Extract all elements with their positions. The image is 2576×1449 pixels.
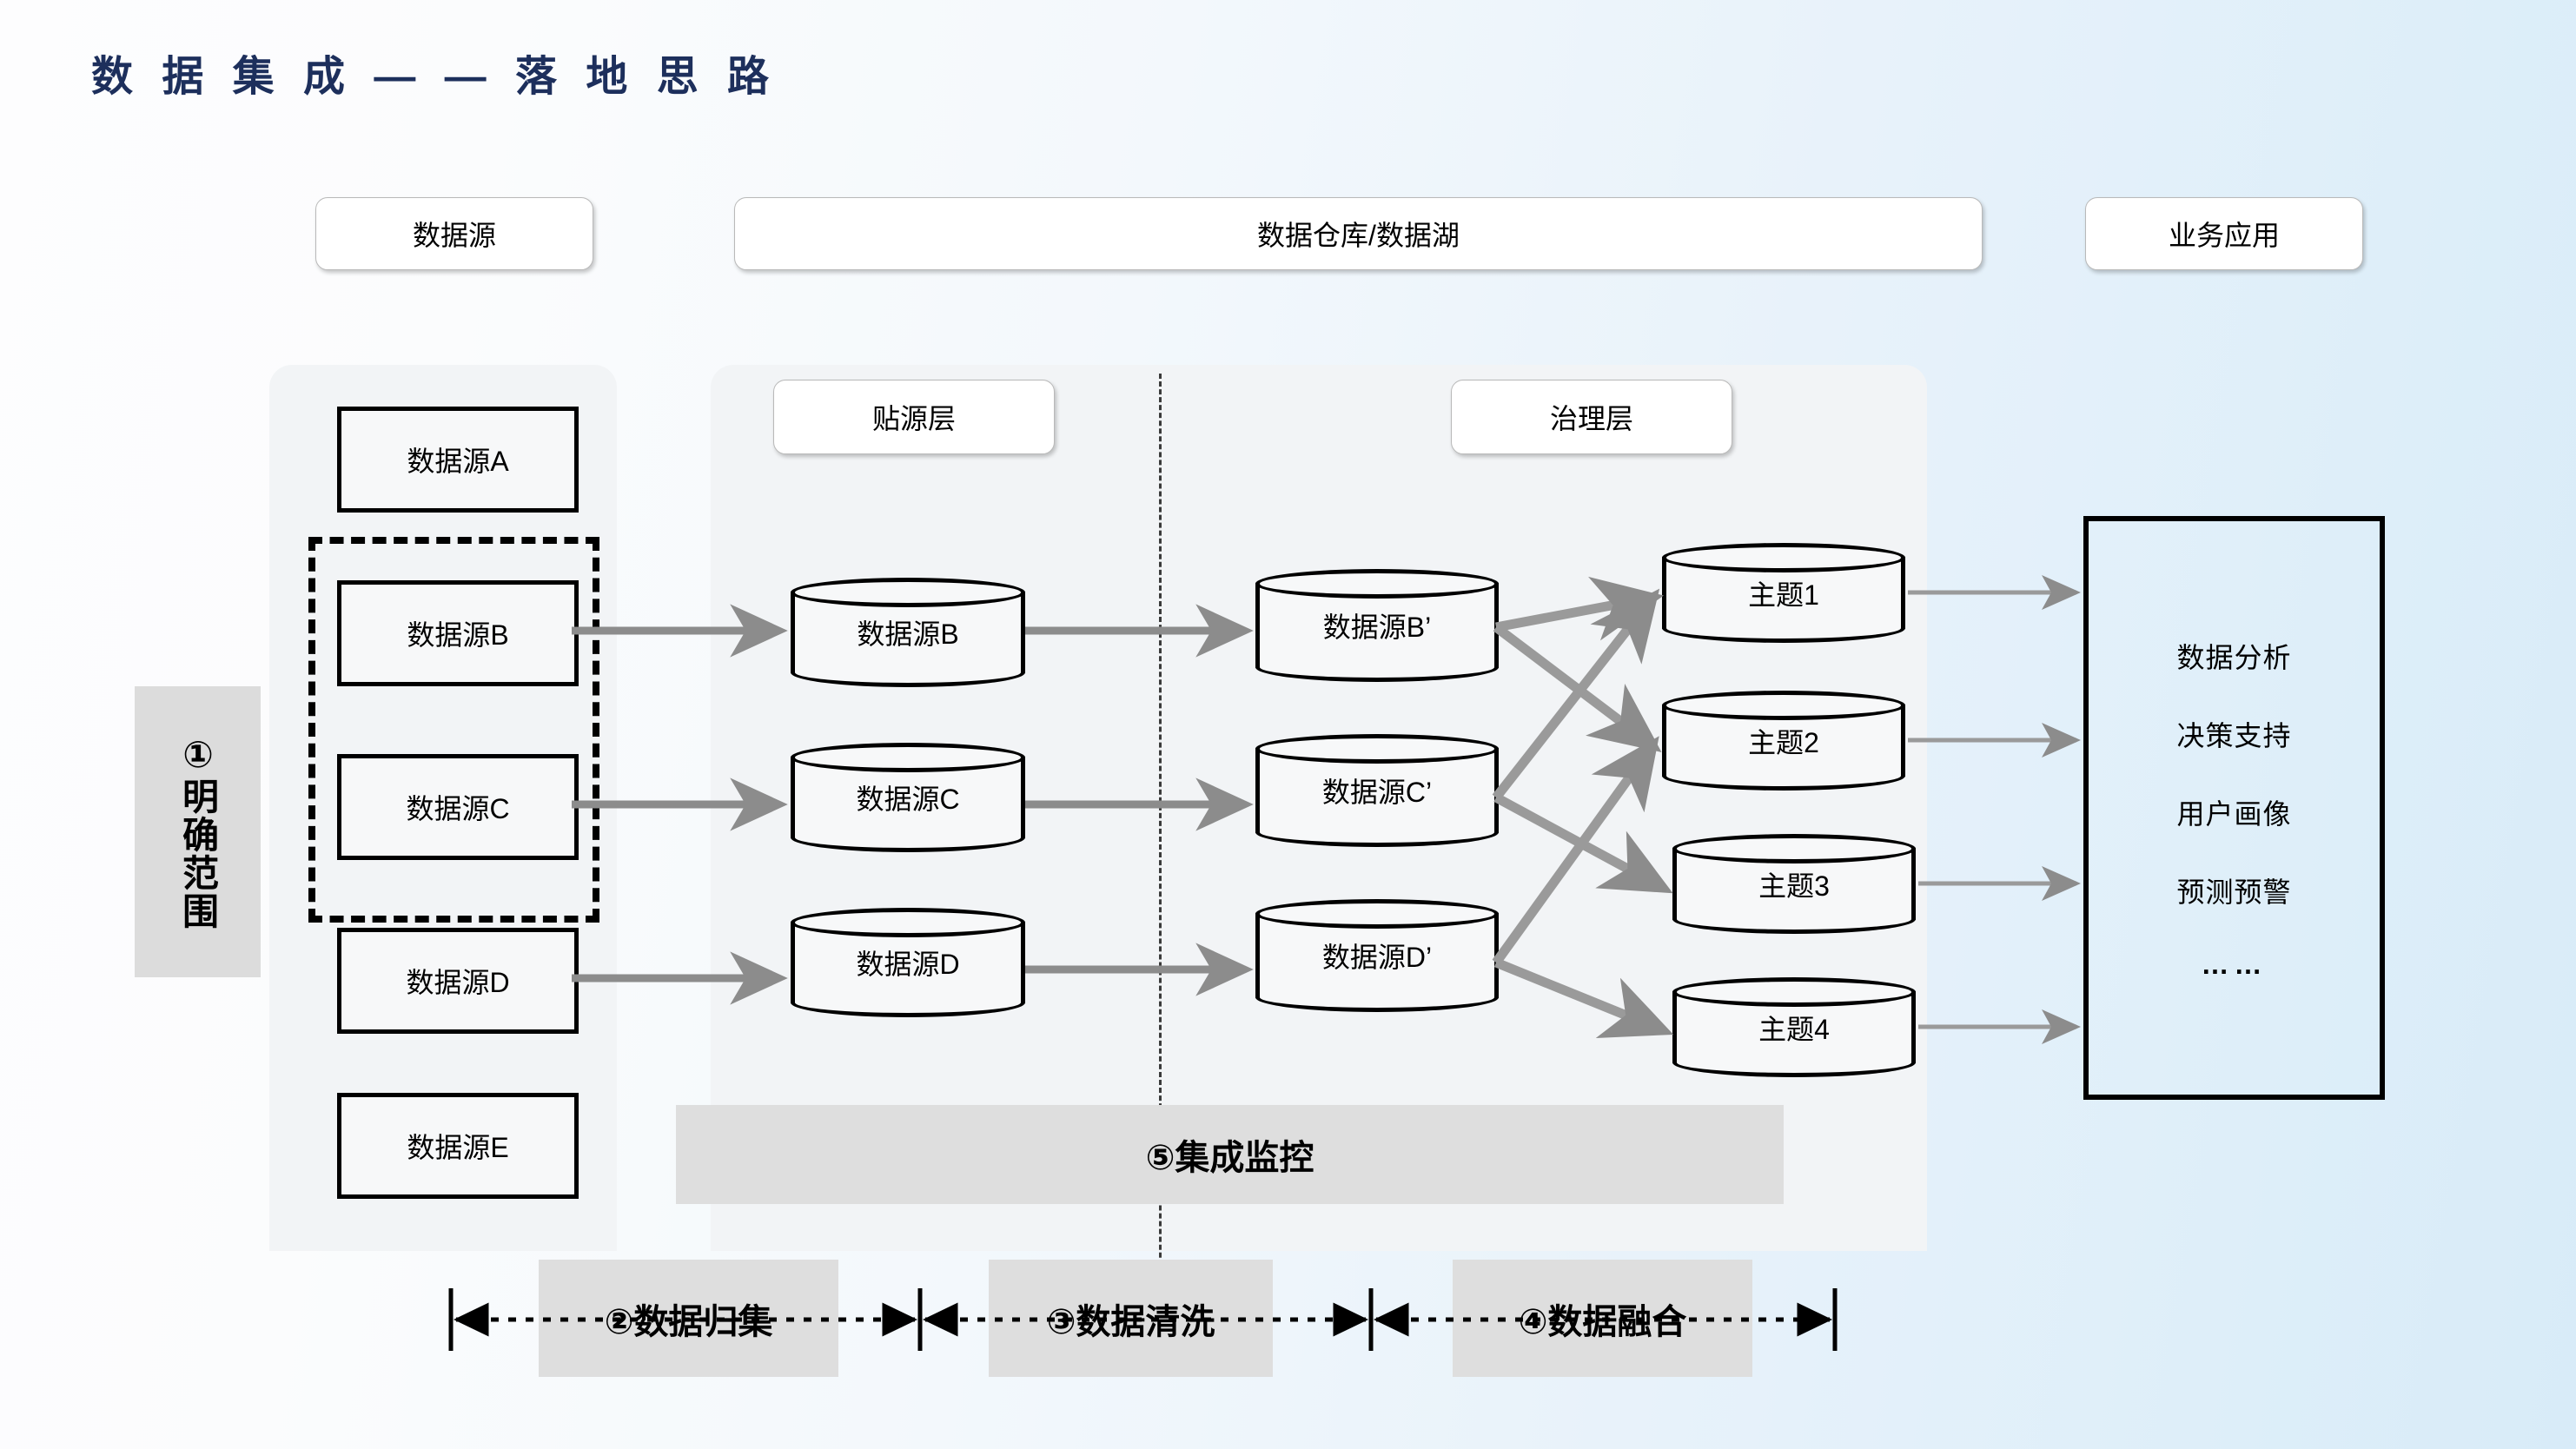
source-box-e: 数据源E	[337, 1093, 579, 1199]
gov-cylinder-b: 数据源B’	[1255, 569, 1499, 682]
gov-cylinder-d: 数据源D’	[1255, 899, 1499, 1012]
cylinder-top	[1672, 834, 1916, 863]
layer-governance: 治理层	[1451, 380, 1732, 454]
topic-cylinder-2-label: 主题2	[1748, 726, 1819, 758]
cylinder-top	[1255, 899, 1499, 929]
topic-cylinder-2: 主题2	[1662, 691, 1905, 791]
cylinder-top	[791, 743, 1025, 772]
layer-governance-label: 治理层	[1549, 403, 1633, 434]
layer-ods-label: 贴源层	[871, 403, 956, 434]
source-box-d-label: 数据源D	[406, 967, 510, 998]
phase-band-collection: ②数据归集	[539, 1260, 838, 1377]
header-warehouse: 数据仓库/数据湖	[734, 197, 1983, 270]
cylinder-top	[791, 578, 1025, 607]
ods-cylinder-c: 数据源C	[791, 743, 1025, 852]
header-warehouse-label: 数据仓库/数据湖	[1257, 220, 1460, 251]
header-application: 业务应用	[2085, 197, 2363, 270]
topic-cylinder-1: 主题1	[1662, 543, 1905, 643]
source-box-a-label: 数据源A	[407, 446, 509, 477]
cylinder-top	[1672, 977, 1916, 1007]
ods-cylinder-b-label: 数据源B	[857, 619, 959, 650]
header-application-label: 业务应用	[2168, 220, 2280, 251]
application-item-forecast: 预测预警	[2176, 876, 2292, 908]
layer-ods: 贴源层	[773, 380, 1055, 454]
source-box-a: 数据源A	[337, 407, 579, 513]
phase-band-cleaning-label: ③数据清洗	[1046, 1302, 1215, 1341]
application-item-decision: 决策支持	[2176, 719, 2292, 751]
application-box: 数据分析 决策支持 用户画像 预测预警 ……	[2083, 516, 2385, 1100]
cylinder-top	[1255, 569, 1499, 599]
arrow-topics-to-application	[1908, 575, 2081, 1044]
ods-cylinder-b: 数据源B	[791, 578, 1025, 687]
gov-cylinder-b-label: 数据源B’	[1322, 612, 1432, 643]
application-item-profile: 用户画像	[2176, 797, 2292, 830]
source-box-b-label: 数据源B	[407, 619, 509, 651]
gov-cylinder-d-label: 数据源D’	[1321, 942, 1433, 973]
monitoring-band: ⑤集成监控	[676, 1105, 1784, 1204]
phase-band-fusion: ④数据融合	[1453, 1260, 1752, 1377]
gov-cylinder-c-label: 数据源C’	[1321, 777, 1433, 808]
scope-band: ①明确范围	[135, 686, 261, 977]
cylinder-top	[791, 908, 1025, 937]
cylinder-top	[1662, 543, 1905, 572]
layer-divider	[1159, 374, 1162, 1320]
phase-band-collection-label: ②数据归集	[604, 1302, 773, 1341]
source-box-b: 数据源B	[337, 580, 579, 686]
page-title: 数 据 集 成 — — 落 地 思 路	[91, 54, 778, 100]
scope-selection-box	[308, 537, 599, 923]
monitoring-label: ⑤集成监控	[1145, 1139, 1314, 1177]
source-box-e-label: 数据源E	[407, 1132, 509, 1163]
application-item-ellipsis: ……	[2201, 948, 2268, 980]
phase-band-fusion-label: ④数据融合	[1518, 1302, 1687, 1341]
application-item-analysis: 数据分析	[2176, 641, 2292, 673]
scope-label: ①明确范围	[177, 733, 219, 930]
ods-cylinder-d-label: 数据源D	[856, 949, 960, 980]
header-source: 数据源	[315, 197, 593, 270]
topic-cylinder-4: 主题4	[1672, 977, 1916, 1077]
source-box-d: 数据源D	[337, 928, 579, 1034]
topic-cylinder-3: 主题3	[1672, 834, 1916, 934]
cylinder-top	[1662, 691, 1905, 720]
ods-cylinder-d: 数据源D	[791, 908, 1025, 1017]
source-box-c: 数据源C	[337, 754, 579, 860]
topic-cylinder-3-label: 主题3	[1758, 870, 1830, 902]
gov-cylinder-c: 数据源C’	[1255, 734, 1499, 847]
phase-band-cleaning: ③数据清洗	[989, 1260, 1273, 1377]
header-source-label: 数据源	[412, 220, 496, 251]
topic-cylinder-4-label: 主题4	[1758, 1013, 1830, 1045]
source-box-c-label: 数据源C	[406, 793, 510, 824]
ods-cylinder-c-label: 数据源C	[856, 784, 960, 815]
topic-cylinder-1-label: 主题1	[1748, 579, 1819, 611]
